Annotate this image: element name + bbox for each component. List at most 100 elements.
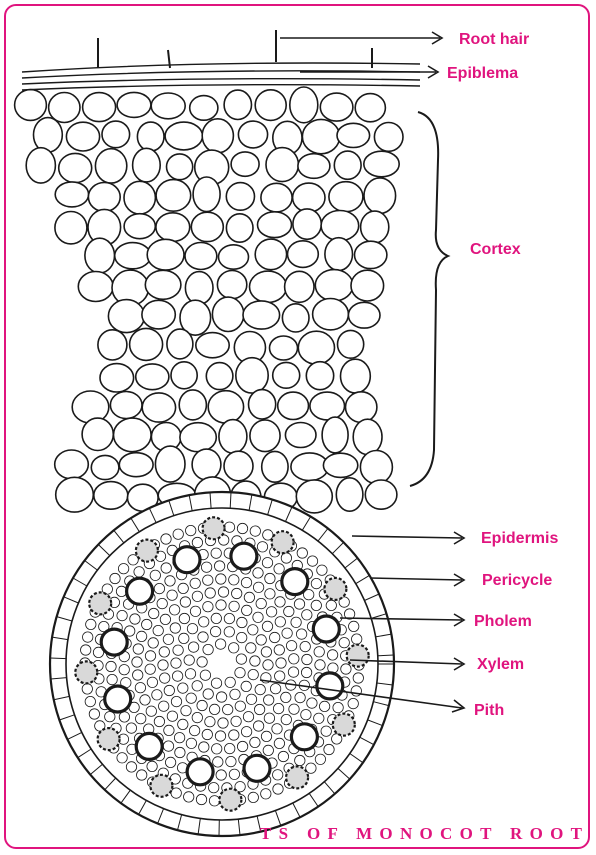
cortex-cell <box>151 93 185 119</box>
cortex-cell <box>108 300 144 333</box>
phloem-patch <box>324 578 346 600</box>
cortex-cell <box>191 212 223 241</box>
cortex-cell <box>66 122 99 151</box>
cortex-cell <box>351 270 384 301</box>
label-pith: Pith <box>474 702 504 719</box>
cortex-cell <box>226 183 254 211</box>
cortex-cell <box>285 271 314 302</box>
cortex-cell <box>185 243 217 270</box>
cortex-cell <box>193 177 220 212</box>
cortex-cell <box>364 178 396 214</box>
label-pericycle: Pericycle <box>482 572 552 589</box>
cortex-cell <box>282 304 309 332</box>
cortex-cell <box>258 212 292 238</box>
cortex-cell <box>124 214 155 239</box>
cortex-cell <box>78 272 113 302</box>
cortex-cell <box>192 449 221 480</box>
cortex-cell <box>315 270 353 301</box>
cortex-cell <box>336 478 363 511</box>
root-hairs <box>98 30 372 68</box>
cortex-cell <box>249 390 276 419</box>
phloem-patch <box>89 592 111 614</box>
cortex-cell <box>85 238 115 273</box>
xylem-vessel <box>291 724 317 750</box>
cortex-cell <box>302 119 339 153</box>
cortex-cell <box>219 245 249 269</box>
cortex-cell <box>322 417 348 453</box>
cortex-cell <box>56 477 94 512</box>
cortex-cell <box>306 362 333 390</box>
cortex-cell <box>374 122 403 151</box>
cortex-cell <box>165 122 202 150</box>
cortex-cell <box>142 393 175 422</box>
cortex-cell <box>355 241 387 268</box>
arrow-pericycle <box>370 578 462 580</box>
cortex-cell <box>102 121 130 148</box>
cortex-cell <box>329 182 363 212</box>
cortex-cell <box>273 362 300 388</box>
cortex-cell <box>98 330 127 360</box>
cortex-cell <box>255 239 286 270</box>
cortex-cell <box>114 418 152 452</box>
cortex-cell <box>334 151 361 179</box>
phloem-patch <box>203 517 225 539</box>
cortex-cell <box>250 420 280 452</box>
cortex-cell <box>323 453 357 477</box>
cortex-cell <box>196 333 229 358</box>
xylem-vessel <box>101 629 127 655</box>
cortex-cell <box>130 328 163 360</box>
cortex-brace <box>410 112 448 486</box>
cortex-cell <box>142 300 175 329</box>
cortex-cell <box>296 480 332 513</box>
cortex-cell <box>95 149 126 183</box>
cortex-cell <box>115 243 151 269</box>
label-cortex: Cortex <box>470 241 521 258</box>
cortex-cell <box>238 121 267 148</box>
phloem-patch <box>75 661 97 683</box>
cortex-cell <box>94 482 128 510</box>
cortex-cell <box>313 299 349 330</box>
cortex-cell <box>180 423 216 452</box>
cortex-cell <box>119 453 153 477</box>
cortex-cell <box>346 392 377 423</box>
xylem-vessel <box>174 547 200 573</box>
phloem-patch <box>272 531 294 553</box>
cortex-cell <box>278 392 309 419</box>
cortex-cell <box>348 302 380 328</box>
cortex-cell <box>110 392 142 419</box>
cortex-cell <box>219 420 247 454</box>
phloem-patch <box>136 540 158 562</box>
cortex-cell <box>226 214 253 242</box>
label-root-hair: Root hair <box>459 31 529 48</box>
cortex-cell <box>185 272 213 305</box>
cortex-cell <box>337 123 370 147</box>
cortex-cell <box>83 93 116 122</box>
cortex-cell <box>338 330 364 358</box>
cortex-cell <box>361 211 389 243</box>
cortex-cell <box>364 151 399 177</box>
cortex-cell <box>156 213 190 242</box>
diagram-title: TS OF MONOCOT ROOT <box>260 824 583 843</box>
cortex-cell <box>293 183 325 212</box>
cortex-cell <box>224 451 253 481</box>
cortex-cell <box>212 297 243 331</box>
cortex-cell <box>26 148 55 183</box>
cortex-cell <box>321 211 359 241</box>
arrow-epidermis <box>352 536 462 538</box>
cortex-cell <box>190 96 218 121</box>
cortex-cell <box>320 93 353 121</box>
cortex-cell <box>353 419 382 454</box>
phloem-patch <box>219 789 241 811</box>
cortex-cell <box>133 148 161 182</box>
cortex-cell <box>266 148 298 182</box>
cortex-cell <box>167 329 193 359</box>
cortex-cell <box>15 90 47 121</box>
phloem-patch <box>98 728 120 750</box>
cortex-cell <box>147 239 184 270</box>
cortex-cell <box>270 336 298 360</box>
cortex-cell <box>261 183 292 212</box>
cortex-cell <box>137 122 164 151</box>
cortex-cell <box>224 90 251 119</box>
cortex-cell <box>298 154 330 179</box>
